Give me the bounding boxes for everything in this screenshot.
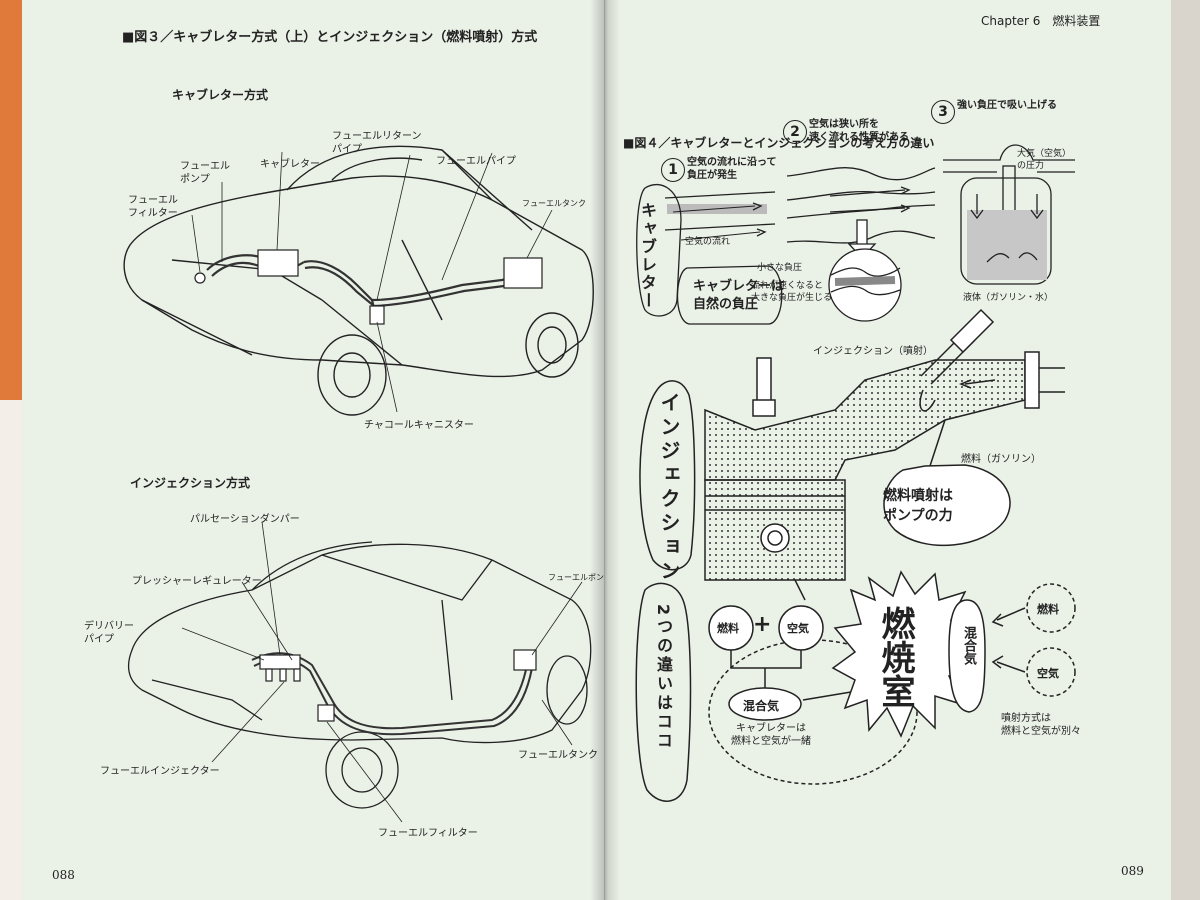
label-pulsation-damper: パルセーションダンパー (190, 514, 300, 525)
carburetor-car-illustration (123, 145, 594, 416)
background-right (1170, 0, 1200, 900)
label-fuel-return-pipe: フューエルリターン パイプ (332, 131, 422, 155)
carburetor-speech-bubble: キャブレターは 自然の負圧 (693, 279, 785, 312)
label-inj-fuel-pump: フューエルポンプ (548, 573, 612, 582)
fuel-right-label: 燃料 (1037, 603, 1059, 616)
page-number-left: 088 (52, 868, 75, 882)
label-fuel-tank: フューエルタンク (522, 199, 586, 208)
step-3-text: 強い負圧で吸い上げる (957, 100, 1057, 111)
label-inj-fuel-tank: フューエルタンク (518, 750, 598, 761)
plus-sign: + (753, 612, 772, 637)
step-3-marker: 3 (931, 100, 955, 124)
mixture-label: 混合気 (743, 699, 780, 713)
injection-engine-diagram (635, 308, 1076, 802)
figure-3-title: ■図３／キャブレター方式（上）とインジェクション（燃料噴射）方式 (122, 30, 538, 45)
carburetor-principle-diagram (636, 144, 1075, 325)
fuel-circle-label: 燃料 (717, 622, 739, 635)
injection-note: 噴射方式は 燃料と空気が別々 (1001, 713, 1081, 737)
air-right-label: 空気 (1037, 667, 1059, 680)
label-carburetor: キャブレター (260, 159, 320, 170)
step-2-marker: 2 (783, 120, 807, 144)
label-fuel-injector: フューエルインジェクター (100, 766, 220, 777)
left-page: ■図３／キャブレター方式（上）とインジェクション（燃料噴射）方式 キャブレター方… (22, 0, 612, 900)
step-1-marker: 1 (661, 158, 685, 182)
injection-speech-bubble: 燃料噴射は ポンプの力 (883, 488, 953, 524)
atmospheric-pressure-label: 大気（空気） の圧力 (1017, 149, 1072, 171)
step-1-text: 空気の流れに沿って 負圧が発生 (687, 157, 777, 181)
label-fuel-pipe: フューエルパイプ (436, 156, 516, 167)
small-negative-pressure-label: 小さな負圧 (757, 263, 803, 273)
page-number-right: 089 (1121, 864, 1144, 878)
liquid-label: 液体（ガソリン・水） (963, 293, 1054, 303)
label-charcoal-canister: チャコールキャニスター (364, 420, 474, 431)
figure-4-title: ■図４／キャブレターとインジェクションの考え方の違い (623, 136, 935, 150)
combustion-chamber-label: 燃焼室 (875, 606, 915, 708)
chapter-header: Chapter 6 燃料装置 (981, 14, 1101, 28)
carburetor-heading: キャブレター方式 (172, 88, 269, 102)
mixture-vertical-label: 混合気 (961, 626, 976, 665)
label-inj-fuel-filter: フューエルフィルター (378, 828, 478, 839)
label-delivery-pipe: デリバリー パイプ (84, 621, 134, 645)
label-fuel-pump: フューエル ポンプ (180, 161, 230, 185)
injection-car-illustration (127, 521, 592, 823)
injection-heading: インジェクション方式 (130, 476, 251, 490)
air-flow-label: 空気の流れ (685, 237, 731, 247)
air-circle-label: 空気 (787, 622, 809, 635)
label-pressure-regulator: プレッシャーレギュレーター (132, 576, 262, 587)
injection-spray-label: インジェクション（噴射） (813, 346, 933, 357)
label-fuel-filter: フューエル フィルター (128, 195, 178, 219)
carburetor-side-label: キャブレター (638, 202, 657, 310)
injection-side-label: インジェクション (657, 392, 681, 584)
fast-flow-label: 流れが速くなると 大きな負圧が生じる (751, 281, 833, 303)
carburetor-note: キャブレターは 燃料と空気が一緒 (731, 723, 811, 747)
step-2-text: 空気は狭い所を 速く流れる性質がある (809, 119, 909, 143)
two-differences-label: 2つの違いはココ (654, 604, 673, 752)
right-page: Chapter 6 燃料装置 ■図４／キャブレターとインジェクションの考え方の違… (604, 0, 1171, 900)
fuel-gasoline-label: 燃料（ガソリン） (961, 454, 1041, 465)
book-gutter (590, 0, 620, 900)
